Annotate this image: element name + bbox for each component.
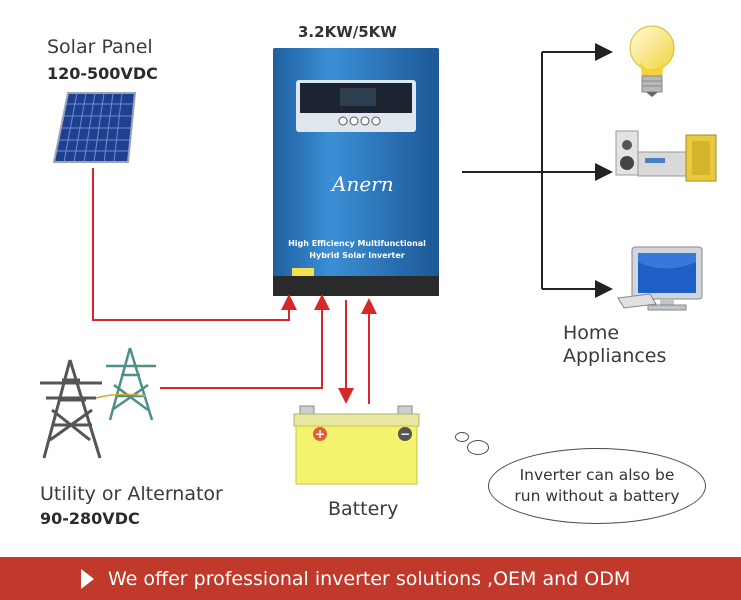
solar-power-line <box>92 168 297 321</box>
note-line1: Inverter can also be <box>519 466 675 484</box>
note-line2: run without a battery <box>514 487 680 505</box>
svg-text:+: + <box>315 427 325 441</box>
note-thought-bubble: Inverter can also be run without a batte… <box>488 448 706 524</box>
home-label-line2: Appliances <box>563 345 667 367</box>
battery-label: Battery <box>328 498 399 520</box>
thought-dot-large <box>467 440 489 455</box>
battery-icon: + − <box>293 405 420 485</box>
solar-panel-icon <box>52 92 137 163</box>
solar-panel-label: Solar Panel <box>47 36 153 58</box>
home-appliances-label: Home Appliances <box>563 322 666 368</box>
inverter-panel-line2: Hybrid Solar Inverter <box>309 251 404 260</box>
utility-label: Utility or Alternator <box>40 483 223 505</box>
inverter-panel-line1: High Efficiency Multifunctional <box>288 239 426 248</box>
inverter-model-label: 3.2KW/5KW <box>298 23 397 41</box>
computer-icon <box>617 246 703 311</box>
stereo-icon <box>615 130 717 182</box>
inverter-unit <box>273 48 439 296</box>
svg-text:−: − <box>400 427 410 441</box>
thought-dot-small <box>455 432 469 442</box>
chevron-right-icon <box>81 568 94 589</box>
lightbulb-icon <box>629 25 675 97</box>
power-tower-icon <box>40 359 102 459</box>
power-tower-secondary-icon <box>106 347 156 421</box>
inverter-brand: Anern <box>330 172 394 196</box>
home-label-line1: Home <box>563 322 620 344</box>
offer-banner: We offer professional inverter solutions… <box>0 557 741 600</box>
banner-text: We offer professional inverter solutions… <box>108 567 631 590</box>
solar-voltage-label: 120-500VDC <box>47 64 158 83</box>
utility-power-line <box>160 294 330 389</box>
utility-voltage-label: 90-280VDC <box>40 509 140 528</box>
